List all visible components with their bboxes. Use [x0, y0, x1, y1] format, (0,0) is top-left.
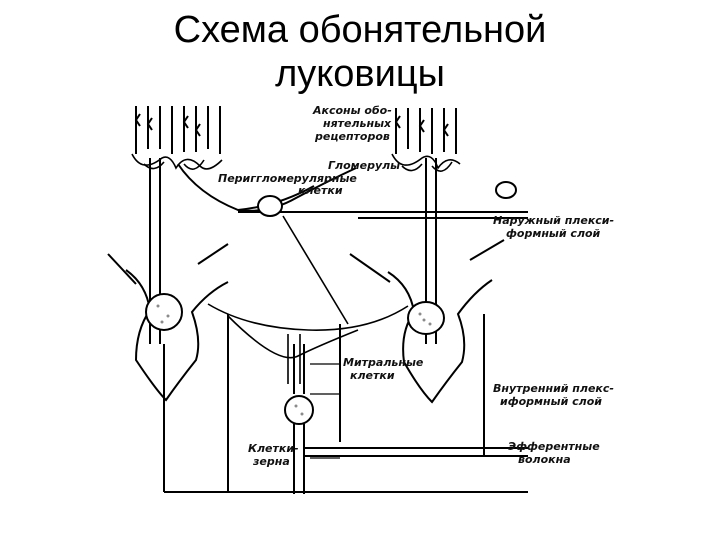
soma-stippling: [156, 304, 432, 416]
vertical-fibres: [227, 314, 485, 492]
efferent-fibres: [163, 344, 528, 493]
label-glomeruli: Гломерулы: [328, 159, 400, 172]
receptor-axons-right: [394, 108, 457, 154]
label-inner-plexiform-2: иформный слой: [500, 395, 602, 408]
label-efferent-2: волокна: [518, 453, 571, 466]
label-outer-plexiform-1: Наружный плекси-: [493, 214, 614, 227]
slide-title: Схема обонятельной луковицы: [0, 8, 720, 94]
periglomerular-soma: [257, 195, 283, 217]
granule-soma: [284, 395, 314, 425]
label-mitral-1: Митральные: [343, 356, 424, 369]
slide-title-text: Схема обонятельной луковицы: [173, 9, 547, 94]
label-granule-1: Клетки-: [248, 442, 299, 455]
receptor-axons-left: [134, 106, 221, 154]
glomeruli: [131, 153, 461, 172]
label-periglomerular-2: клетки: [298, 184, 343, 197]
diagram-svg: Аксоны обо- нятельных рецепторов Гломеру…: [107, 104, 614, 494]
mitral-soma-right: [407, 301, 445, 335]
label-outer-plexiform-2: формный слой: [506, 227, 601, 240]
label-inner-plexiform-1: Внутренний плекс-: [493, 382, 614, 395]
dendritic-network: [207, 215, 409, 384]
label-mitral-2: клетки: [350, 369, 395, 382]
pointer-lines: [310, 363, 340, 459]
periglomerular-soma-right: [495, 181, 517, 199]
label-axons-1: Аксоны обо-: [312, 104, 392, 117]
label-efferent-1: Эфферентные: [508, 440, 600, 453]
label-periglomerular-1: Периггломерулярные: [218, 172, 357, 185]
mitral-soma-left: [145, 293, 183, 331]
granule-cell: [293, 344, 305, 494]
label-axons-3: рецепторов: [314, 130, 390, 143]
cell-bodies: [145, 181, 517, 425]
label-granule-2: зерна: [252, 455, 290, 468]
label-axons-2: нятельных: [323, 117, 392, 130]
olfactory-bulb-diagram: Аксоны обо- нятельных рецепторов Гломеру…: [88, 94, 648, 504]
